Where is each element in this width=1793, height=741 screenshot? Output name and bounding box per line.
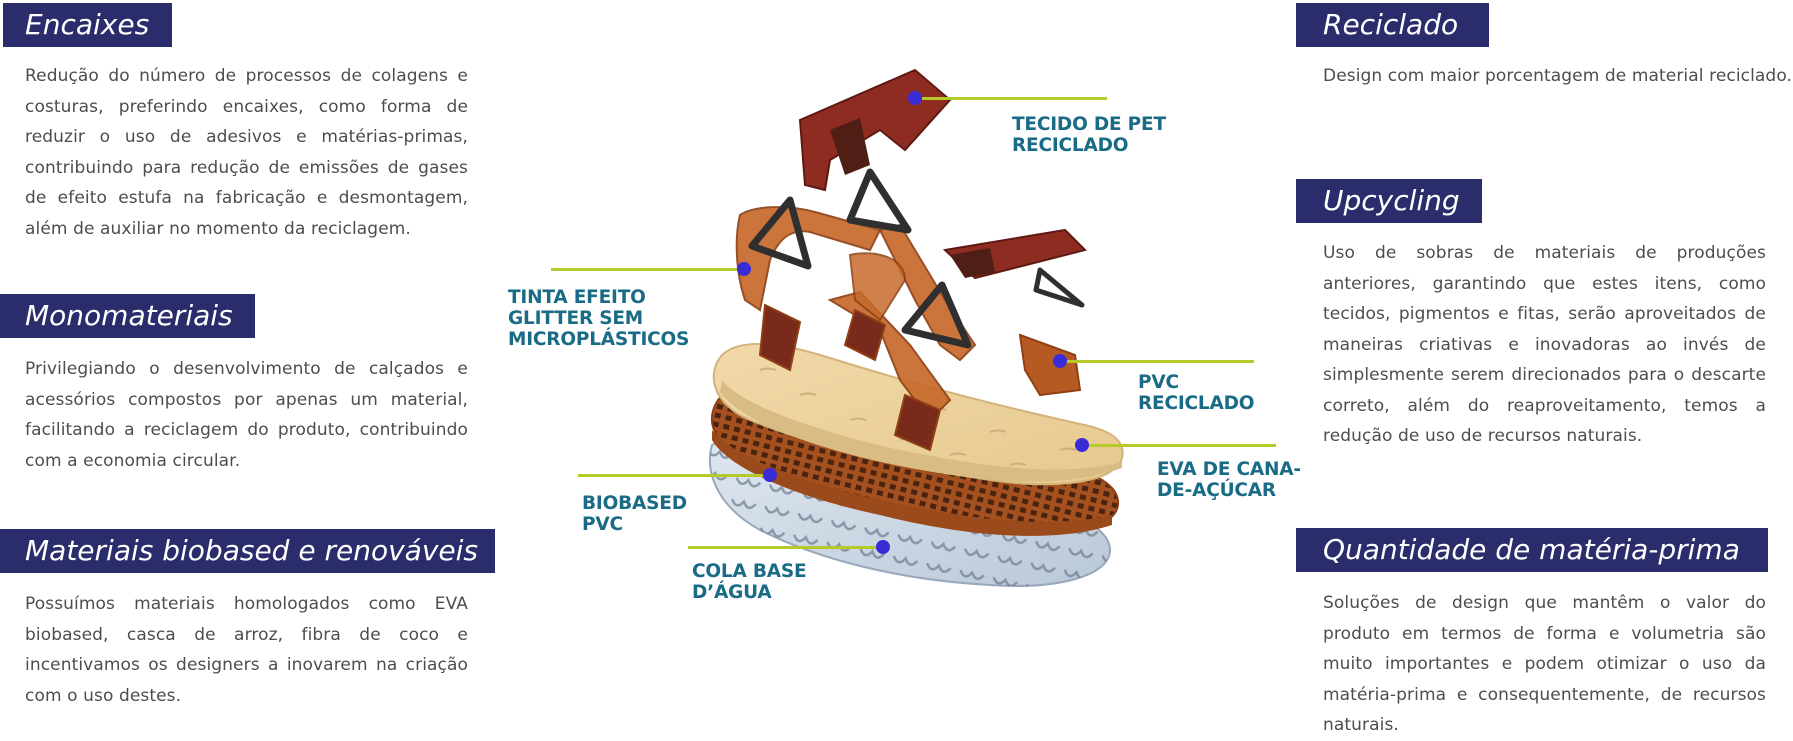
leader-line-tinta bbox=[551, 268, 743, 271]
section-body: Privilegiando o desenvolvimento de calça… bbox=[25, 359, 468, 471]
leader-line-pvc bbox=[1066, 360, 1254, 363]
leader-line-biopvc bbox=[578, 474, 768, 477]
section-body: Soluções de design que mantêm o valor do… bbox=[1323, 593, 1766, 735]
marker-dot-cola bbox=[876, 540, 890, 554]
exploded-sandal-illustration bbox=[708, 68, 1124, 587]
pet-fabric-strap bbox=[798, 68, 1087, 280]
triangle-buckles bbox=[748, 168, 1085, 349]
marker-dot-tinta bbox=[737, 262, 751, 276]
marker-dot-pet bbox=[908, 91, 922, 105]
section-title: Upcycling bbox=[1296, 179, 1482, 223]
leader-line-eva bbox=[1088, 444, 1276, 447]
section-body: Uso de sobras de materiais de produções … bbox=[1323, 243, 1766, 446]
section-body: Redução do número de processos de colage… bbox=[25, 66, 468, 239]
callout-cola-base-dagua: COLA BASE D’ÁGUA bbox=[692, 561, 807, 603]
section-title: Encaixes bbox=[3, 3, 172, 47]
callout-pvc-reciclado: PVC RECICLADO bbox=[1138, 372, 1255, 414]
strap-assembly bbox=[735, 206, 1082, 452]
marker-dot-eva bbox=[1075, 438, 1089, 452]
marker-dot-pvc bbox=[1053, 354, 1067, 368]
leader-line-pet bbox=[922, 97, 1107, 100]
section-title: Monomateriais bbox=[0, 294, 255, 338]
section-body: Design com maior porcentagem de material… bbox=[1323, 66, 1793, 86]
callout-tecido-pet-reciclado: TECIDO DE PET RECICLADO bbox=[1012, 114, 1166, 156]
section-body: Possuímos materiais homologados como EVA… bbox=[25, 594, 468, 706]
section-title: Reciclado bbox=[1296, 3, 1489, 47]
callout-biobased-pvc: BIOBASED PVC bbox=[582, 493, 687, 535]
callout-eva-cana-de-acucar: EVA DE CANA- DE-AÇÚCAR bbox=[1157, 459, 1301, 501]
section-title: Materiais biobased e renováveis bbox=[0, 529, 495, 573]
leader-line-cola bbox=[688, 546, 884, 549]
marker-dot-biopvc bbox=[763, 468, 777, 482]
callout-tinta-glitter: TINTA EFEITO GLITTER SEM MICROPLÁSTICOS bbox=[508, 287, 690, 350]
section-title: Quantidade de matéria-prima bbox=[1296, 528, 1768, 572]
